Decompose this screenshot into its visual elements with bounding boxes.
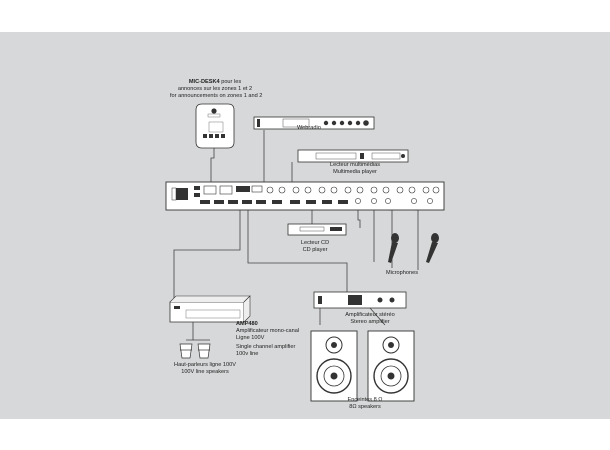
mic-desk-line2: annonces sur les zones 1 et 2 (177, 86, 253, 92)
mic-desk-label: MIC-DESK4 pour les annonces sur les zone… (170, 79, 263, 100)
line-speakers-label: Haut-parleurs ligne 100V 100V line speak… (160, 362, 250, 376)
mic-desk-desc: pour les (219, 79, 242, 85)
line-speakers-label-fr: Haut-parleurs ligne 100V (174, 362, 236, 368)
speaker-left (310, 330, 358, 402)
enceintes-label: Enceintes 8 Ω 8Ω speakers (335, 397, 395, 411)
media-player-device (297, 149, 409, 163)
mixer-device (165, 181, 445, 211)
stereo-amp-device (313, 291, 407, 309)
media-player-label: Lecteur multimédias Multimedia player (320, 162, 390, 176)
stereo-amp-label-fr: Amplificateur stéréo (345, 312, 395, 318)
cd-player-label: Lecteur CD CD player (290, 240, 340, 254)
amp480-line4: 100v line (236, 351, 259, 357)
wiring-diagram (165, 103, 445, 402)
microphones-label: Microphones (386, 270, 419, 276)
cable-mic-2 (413, 204, 419, 270)
cable-speaker-right (369, 307, 386, 326)
line-speakers (179, 343, 211, 359)
mic-desk-name: MIC-DESK4 (188, 79, 220, 85)
webradio-device (253, 116, 375, 130)
cables (173, 130, 419, 341)
cable-mic-desk (210, 148, 215, 182)
diagram-background (0, 32, 610, 419)
mic-desk-device (195, 103, 235, 149)
stereo-amp-label: Amplificateur stéréo Stereo amplifier (330, 312, 410, 326)
mic-desk-line3: for announcements on zones 1 and 2 (170, 93, 263, 99)
amp480-label: AMP480 Amplificateur mono-canal Ligne 10… (236, 321, 299, 358)
enceintes-label-fr: Enceintes 8 Ω (347, 397, 383, 403)
cable-amp480 (173, 210, 241, 302)
microphone-1 (388, 233, 399, 263)
amp480-name: AMP480 (236, 321, 258, 327)
media-player-label-fr: Lecteur multimédias (329, 162, 381, 168)
cable-stereo-amp (247, 210, 348, 292)
cable-line-speaker-1 (186, 322, 194, 341)
enceintes-label-en: 8Ω speakers (349, 404, 381, 410)
cable-cd-player-2 (357, 204, 361, 228)
microphone-2 (426, 233, 439, 263)
cd-player-label-en: CD player (302, 247, 328, 253)
media-player-label-en: Multimedia player (333, 169, 377, 175)
amp480-line3: Single channel amplifier (236, 344, 296, 350)
cd-player-label-fr: Lecteur CD (300, 240, 330, 246)
webradio-label: Webradio (297, 125, 321, 131)
amp480-line2: Ligne 100V (236, 335, 265, 341)
amp480-device (169, 295, 251, 323)
cd-player-device (287, 223, 347, 236)
amp480-line1: Amplificateur mono-canal (236, 328, 300, 334)
stereo-amp-label-en: Stereo amplifier (350, 319, 390, 325)
speaker-right (367, 330, 415, 402)
line-speakers-label-en: 100V line speakers (181, 369, 229, 375)
